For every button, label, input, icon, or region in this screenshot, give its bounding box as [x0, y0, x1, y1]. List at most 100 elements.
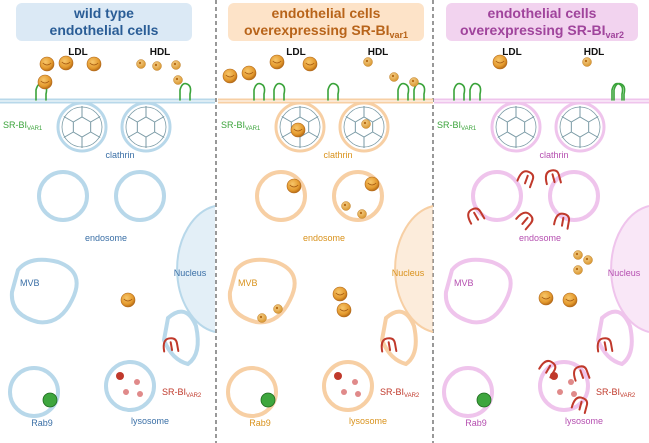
ldl-label: LDL	[68, 47, 87, 58]
sr-bi-var1-label-subscript: VAR1	[27, 126, 43, 132]
lysosome-vesicle	[104, 360, 156, 412]
hdl-label: HDL	[150, 47, 171, 58]
hdl-core	[575, 267, 579, 271]
lysosome-enzyme	[123, 389, 129, 395]
clathrin-label: clathrin	[105, 150, 134, 160]
sr-bi-var2-strand	[473, 211, 480, 221]
hdl-core	[363, 121, 367, 125]
hdl-particle	[361, 119, 371, 129]
ldl-particle	[332, 286, 348, 302]
clathrin-strut	[561, 131, 572, 138]
ldl-particle	[58, 55, 74, 71]
clathrin-strut	[90, 116, 101, 123]
clathrin-vesicle	[274, 101, 326, 153]
clathrin-shell	[61, 106, 103, 148]
sr-bi-var2-label: SR-BIVAR2	[380, 387, 420, 399]
sr-bi-var2-label-main: SR-BI	[162, 387, 186, 397]
sr-bi-var2-strand	[573, 365, 591, 382]
ldl-stripe	[89, 62, 99, 66]
rab9-vesicle	[8, 366, 60, 418]
lysosome-label: lysosome	[349, 416, 387, 426]
sr-bi-var2-strand	[516, 170, 535, 189]
clathrin-label: clathrin	[539, 150, 568, 160]
lysosome-enzyme	[352, 379, 358, 385]
hdl-particle	[152, 61, 162, 71]
sr-bi-var2-strand	[467, 207, 486, 225]
ldl-stripe	[367, 182, 377, 186]
clathrin-strut	[588, 116, 599, 123]
hdl-core	[359, 211, 363, 215]
clathrin-shell	[559, 106, 601, 148]
panel-title-line2-main: overexpressing SR-BI	[244, 22, 390, 38]
endosome-label: endosome	[85, 233, 127, 243]
sr-bi-var2-strand	[544, 169, 562, 186]
hdl-core	[275, 306, 279, 310]
ldl-stripe	[42, 62, 52, 66]
rab9-vesicle	[226, 366, 278, 418]
ldl-particle	[336, 302, 352, 318]
ldl-stripe	[335, 292, 345, 296]
sr-bi-var2-label: SR-BIVAR2	[162, 387, 202, 399]
hdl-particle	[573, 250, 583, 260]
sr-bi-var2-strand	[570, 396, 589, 415]
lysosome-vesicle	[538, 360, 590, 412]
nucleus-label: Nucleus	[392, 268, 425, 278]
hdl-core	[175, 77, 179, 81]
sr-bi-var1-receptor	[179, 82, 192, 101]
clathrin-strut	[281, 131, 292, 138]
hdl-core	[259, 315, 263, 319]
sr-bi-var1-receptor	[327, 82, 340, 101]
nucleus-label: Nucleus	[608, 268, 641, 278]
hdl-particle	[582, 57, 592, 67]
ldl-particle	[241, 65, 257, 81]
sr-bi-var2-strand	[579, 369, 585, 379]
nucleus	[610, 205, 649, 333]
hdl-label: HDL	[368, 47, 389, 58]
clathrin-strut	[497, 116, 508, 123]
clathrin-cage	[136, 116, 156, 138]
sr-bi-var2-label-main: SR-BI	[596, 387, 620, 397]
ldl-particle	[269, 54, 285, 70]
clathrin-strut	[524, 131, 535, 138]
sr-bi-var2-strand	[545, 364, 552, 374]
sr-bi-var2-strand	[521, 216, 529, 225]
lysosome-enzyme	[334, 372, 342, 380]
hdl-core	[343, 203, 347, 207]
ldl-particle	[538, 290, 554, 306]
sr-bi-var1-label-main: SR-BI	[437, 120, 461, 130]
ldl-stripe	[289, 184, 299, 188]
endosome-vesicle	[255, 170, 307, 222]
lysosome-enzyme	[571, 391, 577, 397]
panel-title-line1: wild type	[73, 5, 134, 21]
sr-bi-var1-receptor	[453, 82, 466, 101]
ldl-particle	[37, 74, 53, 90]
clathrin-cage	[72, 116, 92, 138]
clathrin-strut	[345, 131, 356, 138]
clathrin-strut	[497, 131, 508, 138]
sr-bi-var2-receptor	[380, 337, 398, 353]
ldl-particle	[302, 56, 318, 72]
sr-bi-var2-strand	[578, 400, 583, 411]
ldl-stripe	[225, 74, 235, 78]
hdl-particle	[171, 60, 181, 70]
sr-bi-var2-receptor	[553, 212, 571, 230]
sr-bi-var2-receptor	[573, 365, 591, 382]
ldl-stripe	[305, 62, 315, 66]
sr-bi-var2-strand	[553, 212, 571, 230]
lysosome-enzyme	[341, 389, 347, 395]
ldl-label: LDL	[502, 47, 521, 58]
endosome-label: endosome	[303, 233, 345, 243]
panel-title-subscript: var2	[605, 30, 624, 40]
panel-overexpressing-var1: endothelial cells overexpressing SR-BIva…	[218, 3, 434, 428]
lysosome-enzyme	[355, 391, 361, 397]
rab9-marker	[42, 392, 58, 408]
hdl-core	[138, 61, 142, 65]
sr-bi-var2-label-subscript: VAR2	[404, 393, 420, 399]
hdl-label: HDL	[584, 47, 605, 58]
endosome-vesicle	[114, 170, 166, 222]
clathrin-label: clathrin	[323, 150, 352, 160]
sr-bi-var2-strand	[169, 341, 174, 352]
lysosome-enzyme	[568, 379, 574, 385]
clathrin-strut	[90, 131, 101, 138]
panel-title-line2: overexpressing SR-BIvar2	[460, 22, 624, 40]
